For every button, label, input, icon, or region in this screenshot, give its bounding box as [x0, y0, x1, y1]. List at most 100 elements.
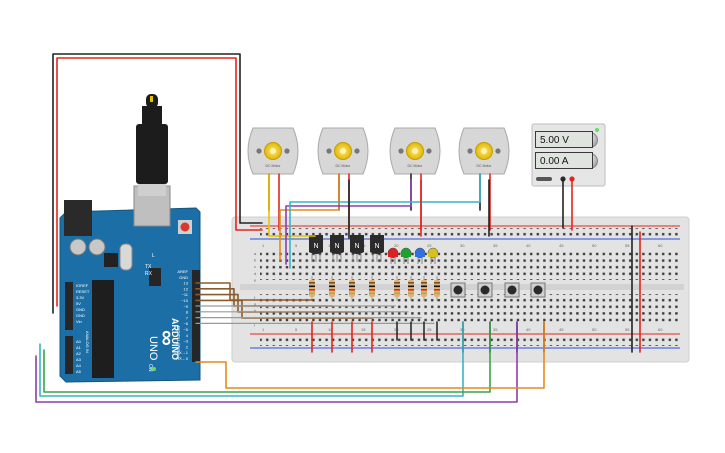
l-label: L — [152, 253, 155, 259]
digital-pin-label: 2 — [186, 344, 189, 349]
row-letter: b — [254, 258, 257, 263]
row-letter: d — [254, 271, 256, 276]
digital-pin-label: ~6 — [183, 321, 188, 326]
column-number: 25 — [427, 243, 432, 248]
power-pin-label: 3.3V — [76, 295, 85, 300]
status-led — [595, 128, 599, 132]
digital-pin-label: ~11 — [182, 292, 189, 297]
push-button[interactable] — [450, 282, 466, 298]
analog-pin-label: A1 — [76, 345, 82, 350]
led[interactable] — [414, 247, 426, 264]
resistor[interactable] — [329, 276, 335, 301]
tx-label: TX — [145, 264, 152, 270]
row-letter: f — [254, 295, 256, 300]
mount-hole — [495, 148, 501, 154]
analog-pin-label: A5 — [76, 369, 82, 374]
dc-motor[interactable]: DC Motor — [458, 127, 510, 175]
arduino-brand: ARDUINO — [170, 318, 180, 360]
power-switch[interactable] — [536, 177, 552, 181]
column-number: 25 — [427, 327, 432, 332]
on-label: ON — [147, 364, 153, 372]
resistor[interactable] — [434, 276, 440, 301]
led[interactable] — [427, 247, 439, 264]
column-number: 30 — [460, 243, 465, 248]
power-wire[interactable] — [56, 57, 263, 307]
row-letter: h — [254, 308, 256, 313]
motor4-signal-wire[interactable] — [289, 173, 481, 269]
row-letter: e — [254, 277, 257, 282]
button1-wire[interactable] — [39, 321, 464, 397]
digital-pin-label: 8 — [186, 310, 189, 315]
transistor-label: N — [334, 243, 339, 250]
motor-label: DC Motor — [408, 164, 424, 168]
usb-chip — [104, 253, 118, 267]
atmega-chip — [92, 280, 114, 378]
negative-terminal[interactable] — [560, 176, 566, 182]
power-pin-label: RESET — [76, 289, 90, 294]
current-display: 0.00 A — [535, 152, 593, 169]
row-letter: c — [254, 264, 256, 269]
led[interactable] — [387, 247, 399, 264]
breadboard-column-numbers: 1155101015152020252530303535404045455050… — [253, 243, 663, 332]
rx-label: RX — [145, 271, 153, 277]
column-number: 5 — [295, 327, 298, 332]
resistor[interactable] — [394, 276, 400, 301]
row-letter: g — [254, 302, 256, 307]
power-header — [65, 282, 73, 330]
capacitor — [69, 238, 87, 256]
resistor[interactable] — [309, 276, 315, 301]
column-number: 55 — [625, 327, 630, 332]
column-number: 35 — [493, 327, 498, 332]
digital-pin-label: 13 — [184, 281, 189, 286]
positive-terminal[interactable] — [569, 176, 575, 182]
digital-pin-wire[interactable] — [195, 282, 313, 301]
motor1-signal-wire[interactable] — [268, 173, 316, 237]
resistor[interactable] — [369, 276, 375, 301]
dc-jack — [64, 200, 92, 236]
arduino-pin-labels: AREFGND1312~11~10~987~6~54~32TX→1RX←0IOR… — [76, 269, 189, 374]
digital-pin-label: GND — [179, 275, 188, 280]
led[interactable] — [400, 247, 412, 264]
button4-wire[interactable] — [195, 321, 545, 389]
column-number: 60 — [658, 327, 663, 332]
dc-motor[interactable]: DC Motor — [247, 127, 299, 175]
mount-hole — [284, 148, 290, 154]
digital-pin-label: ~3 — [183, 339, 188, 344]
button3-wire[interactable] — [35, 321, 518, 403]
push-button[interactable] — [504, 282, 520, 298]
mount-hole — [426, 148, 432, 154]
digital-pin-label: 12 — [184, 286, 189, 291]
gnd-wire[interactable] — [52, 53, 263, 314]
resistor[interactable] — [421, 276, 427, 301]
dc-motor[interactable]: DC Motor — [317, 127, 369, 175]
mount-hole — [256, 148, 262, 154]
breadboard[interactable] — [231, 216, 690, 363]
column-number: 55 — [625, 243, 630, 248]
npn-transistor[interactable]: N — [350, 235, 364, 262]
column-number: 60 — [658, 243, 663, 248]
push-button[interactable] — [530, 282, 546, 298]
digital-pin-label: 4 — [186, 333, 189, 338]
push-button[interactable] — [477, 282, 493, 298]
column-number: 45 — [559, 243, 564, 248]
capacitor — [88, 238, 106, 256]
dc-motor[interactable]: DC Motor — [389, 127, 441, 175]
transistor-label: N — [374, 243, 379, 250]
npn-transistor[interactable]: N — [309, 235, 323, 262]
npn-transistor[interactable]: N — [370, 235, 384, 262]
digital-pin-label: 7 — [186, 315, 189, 320]
analog-pin-label: A0 — [76, 339, 82, 344]
motor-label: DC Motor — [336, 164, 352, 168]
button2-wire[interactable] — [43, 321, 491, 393]
motor2-signal-wire[interactable] — [279, 173, 340, 261]
column-number: 5 — [295, 243, 298, 248]
resistor[interactable] — [349, 276, 355, 301]
column-number: 1 — [262, 327, 265, 332]
column-number: 45 — [559, 327, 564, 332]
resistor[interactable] — [408, 276, 414, 301]
digital-header — [192, 270, 200, 362]
transistor-label: N — [354, 243, 359, 250]
analog-pin-label: A4 — [76, 363, 82, 368]
column-number: 35 — [493, 243, 498, 248]
npn-transistor[interactable]: N — [330, 235, 344, 262]
